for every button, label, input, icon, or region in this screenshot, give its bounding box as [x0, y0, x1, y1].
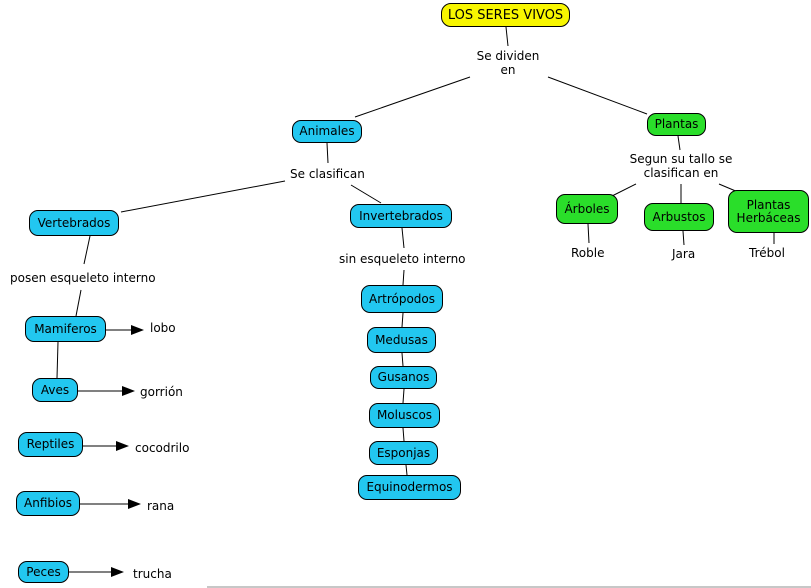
- example-lobo[interactable]: lobo: [150, 321, 176, 335]
- node-reptiles[interactable]: Reptiles: [18, 432, 83, 457]
- node-vertebrados[interactable]: Vertebrados: [29, 210, 119, 236]
- arrowhead-icons: [111, 325, 144, 577]
- node-moluscos[interactable]: Moluscos: [369, 403, 440, 428]
- example-trebol[interactable]: Trébol: [749, 246, 785, 260]
- link-label-se-clasifican[interactable]: Se clasifican: [290, 167, 365, 181]
- example-gorrion[interactable]: gorrión: [140, 385, 183, 399]
- node-los-seres-vivos[interactable]: LOS SERES VIVOS: [441, 3, 570, 27]
- example-roble[interactable]: Roble: [571, 246, 605, 260]
- node-peces[interactable]: Peces: [18, 561, 69, 583]
- node-plantas-herbaceas[interactable]: Plantas Herbáceas: [728, 190, 809, 233]
- node-arboles[interactable]: Árboles: [556, 194, 618, 224]
- node-mamiferos[interactable]: Mamiferos: [25, 316, 106, 342]
- node-invertebrados[interactable]: Invertebrados: [350, 204, 452, 228]
- node-medusas[interactable]: Medusas: [367, 327, 436, 353]
- node-animales[interactable]: Animales: [292, 120, 362, 143]
- node-artropodos[interactable]: Artrópodos: [361, 285, 443, 313]
- node-aves[interactable]: Aves: [32, 378, 78, 402]
- link-label-sin-esqueleto-interno[interactable]: sin esqueleto interno: [339, 252, 466, 266]
- link-label-segun-su-tallo[interactable]: Segun su tallo se clasifican en: [629, 152, 733, 180]
- node-anfibios[interactable]: Anfibios: [16, 491, 80, 516]
- node-equinodermos[interactable]: Equinodermos: [358, 475, 461, 500]
- node-gusanos[interactable]: Gusanos: [370, 366, 437, 389]
- example-cocodrilo[interactable]: cocodrilo: [135, 441, 190, 455]
- link-label-se-dividen-en[interactable]: Se dividen en: [476, 49, 540, 77]
- example-jara[interactable]: Jara: [672, 247, 696, 261]
- link-label-posen-esqueleto-interno[interactable]: posen esqueleto interno: [10, 271, 156, 285]
- node-plantas[interactable]: Plantas: [647, 113, 706, 136]
- example-trucha[interactable]: trucha: [133, 567, 172, 581]
- node-esponjas[interactable]: Esponjas: [369, 441, 438, 465]
- node-arbustos[interactable]: Arbustos: [644, 203, 714, 231]
- example-rana[interactable]: rana: [147, 499, 175, 513]
